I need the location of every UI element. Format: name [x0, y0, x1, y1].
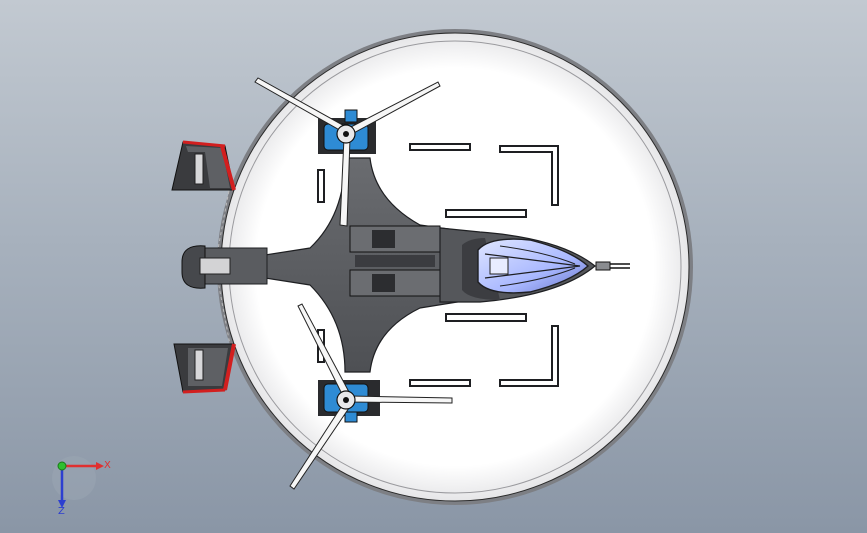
left-duct-top[interactable] [171, 140, 236, 191]
nose-probe [595, 261, 630, 271]
rotor-top[interactable] [254, 77, 441, 227]
disc-panel-marks [317, 143, 559, 387]
z-axis-label: Z [58, 506, 65, 517]
left-duct-bottom[interactable] [173, 343, 236, 394]
y-axis-dot [57, 461, 67, 471]
coordinate-triad: X Z [52, 456, 111, 517]
cockpit-canopy[interactable] [477, 238, 590, 294]
rotor-bottom[interactable] [289, 303, 453, 490]
x-axis-label: X [104, 460, 111, 471]
